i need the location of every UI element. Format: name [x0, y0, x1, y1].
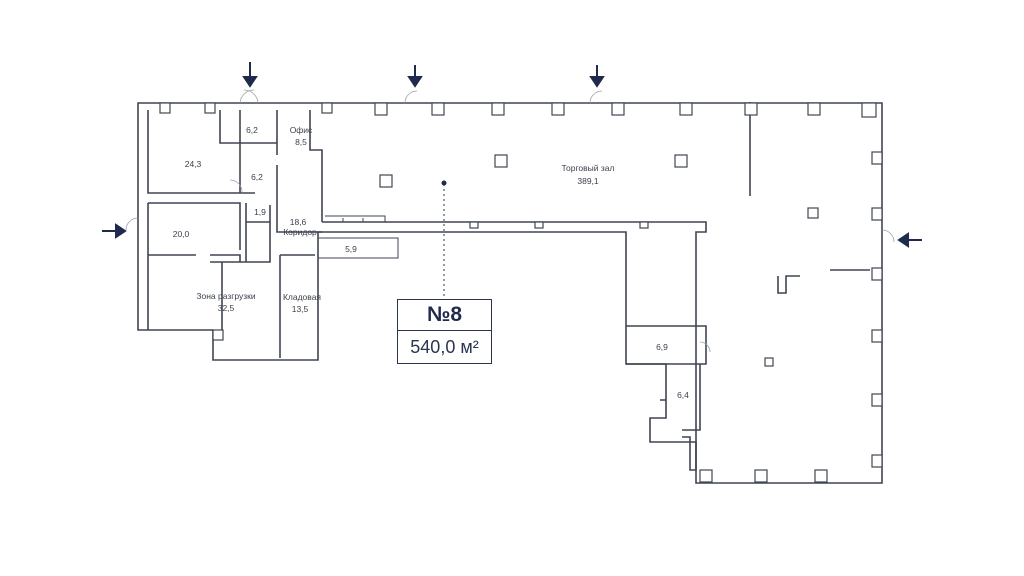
partition-left-top [147, 110, 323, 358]
wall-columns [159, 102, 883, 483]
room-area-1-9: 1,9 [254, 207, 266, 217]
corridor-name: Коридор [283, 227, 317, 237]
unit-label: №8 540,0 м² [397, 299, 492, 364]
partition-right [626, 102, 870, 431]
arrow-icon [102, 223, 127, 239]
corridor-area: 18,6 [290, 217, 307, 227]
room-area-6-2: 6,2 [251, 172, 263, 182]
arrow-icon [589, 65, 605, 88]
storage-area: 13,5 [292, 304, 309, 314]
hall-name: Торговый зал [562, 163, 615, 173]
unloading-name: Зона разгрузки [196, 291, 255, 301]
office-area: 8,5 [295, 137, 307, 147]
room-area-6-2-top: 6,2 [246, 125, 258, 135]
arrow-icon [407, 65, 423, 88]
unloading-area: 32,5 [218, 303, 235, 313]
arrow-icon [242, 62, 258, 88]
arrow-icon [897, 232, 922, 248]
room-area-24-3: 24,3 [185, 159, 202, 169]
room-area-6-9: 6,9 [656, 342, 668, 352]
unit-area: 540,0 м² [410, 336, 479, 357]
room-area-20-0: 20,0 [173, 229, 190, 239]
partition-corridor [318, 215, 399, 259]
storage-name: Кладовая [283, 292, 321, 302]
room-area-6-4: 6,4 [677, 390, 689, 400]
unit-number: №8 [398, 300, 491, 331]
room-area-5-9: 5,9 [345, 244, 357, 254]
office-name: Офис [290, 125, 313, 135]
door-swings [125, 89, 895, 353]
label-leader-dot [441, 180, 447, 186]
inner-wall [322, 221, 707, 471]
hall-area: 389,1 [577, 176, 599, 186]
